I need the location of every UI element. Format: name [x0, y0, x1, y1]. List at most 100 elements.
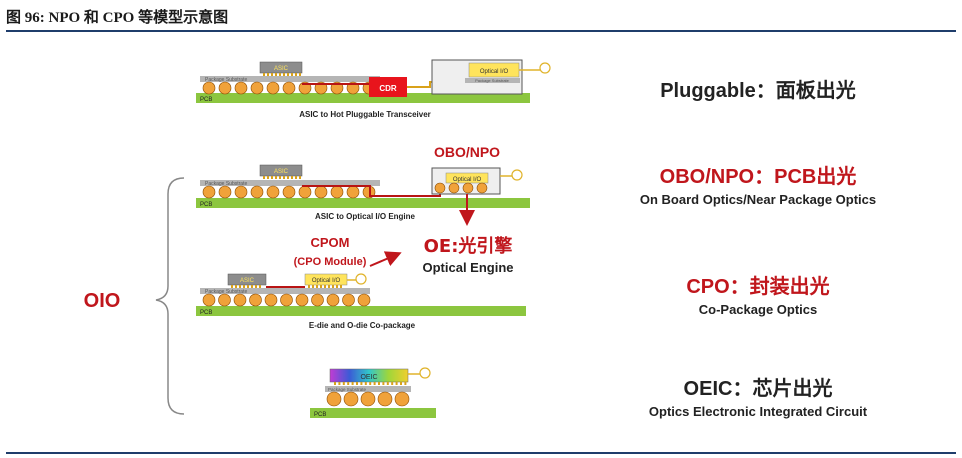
micro-bump	[291, 73, 293, 76]
pcb-label: PCB	[200, 97, 212, 103]
solder-ball	[434, 182, 446, 194]
cpom-callout: CPOM	[311, 235, 350, 250]
micro-bump	[239, 285, 241, 288]
pcb-label: PCB	[314, 412, 326, 418]
oeic-subtitle: Optics Electronic Integrated Circuit	[648, 404, 868, 419]
cpom-callout-sub: (CPO Module)	[294, 256, 367, 268]
solder-ball	[346, 185, 360, 199]
top-rule	[6, 30, 956, 32]
optical-io-label: Optical I/O	[480, 69, 509, 75]
solder-balls	[434, 182, 488, 194]
micro-bumps	[334, 382, 407, 385]
solder-balls	[326, 391, 410, 407]
micro-bump	[347, 382, 350, 385]
solder-ball	[311, 293, 324, 307]
package-substrate	[325, 386, 411, 392]
obo-callout: OBO/NPO	[434, 144, 500, 160]
solder-ball	[218, 81, 232, 95]
micro-bump	[295, 176, 297, 179]
fiber-loop	[539, 62, 551, 74]
micro-bump	[320, 285, 322, 288]
module-substrate	[465, 78, 520, 83]
fiber-loop	[511, 169, 523, 181]
solder-ball	[326, 391, 342, 407]
pcb-label: PCB	[200, 202, 212, 208]
oeic-chip	[329, 368, 409, 383]
solder-ball	[343, 391, 359, 407]
bottom-rule	[6, 452, 956, 454]
micro-bump	[283, 73, 285, 76]
micro-bump	[364, 382, 367, 385]
asic-label: ASIC	[240, 278, 255, 284]
micro-bump	[259, 285, 261, 288]
solder-ball	[202, 185, 216, 199]
micro-bump	[373, 382, 376, 385]
solder-ball	[250, 185, 264, 199]
arrow	[369, 251, 402, 267]
oio-brace: OIO	[84, 177, 185, 415]
pluggable-title: Pluggable：面板出光	[660, 80, 856, 102]
obo-diagram: PCB Package Substrate ASIC Optical I/O O…	[196, 144, 530, 226]
solder-ball	[377, 391, 393, 407]
solder-ball	[218, 185, 232, 199]
solder-ball	[249, 293, 262, 307]
micro-bump	[391, 382, 394, 385]
micro-bump	[338, 382, 341, 385]
oeic-diagram: PCB Package Substrate OEIC	[310, 367, 436, 418]
substrate-label: Package Substrate	[205, 181, 247, 187]
package-substrate	[200, 288, 370, 294]
micro-bump	[275, 176, 277, 179]
micro-bump	[267, 73, 269, 76]
micro-bump	[308, 285, 310, 288]
micro-bump	[299, 176, 301, 179]
pcb-board	[196, 198, 530, 208]
solder-ball	[295, 293, 309, 307]
micro-bumps	[263, 73, 301, 76]
asic-label: ASIC	[274, 169, 289, 175]
micro-bump	[395, 382, 398, 385]
solder-ball	[462, 182, 474, 194]
micro-bump	[351, 382, 354, 385]
cpo-caption: E-die and O-die Co-package	[309, 321, 416, 330]
optical-io-label: Optical I/O	[453, 177, 482, 183]
substrate-label: Package Substrate	[205, 289, 247, 295]
cpo-diagram: PCB Package Substrate ASIC Optical I/O C…	[196, 235, 526, 330]
micro-bump	[235, 285, 237, 288]
solder-ball	[298, 185, 312, 199]
solder-ball	[266, 81, 280, 95]
solder-ball	[234, 185, 248, 199]
oeic-label: OEIC	[360, 374, 377, 381]
solder-balls	[202, 185, 376, 199]
cpo-subtitle: Co-Package Optics	[698, 302, 818, 317]
solder-ball	[282, 185, 296, 199]
micro-bump	[263, 176, 265, 179]
micro-bump	[267, 176, 269, 179]
micro-bump	[231, 285, 233, 288]
micro-bump	[251, 285, 253, 288]
micro-bump	[255, 285, 257, 288]
micro-bump	[271, 176, 273, 179]
micro-bump	[334, 382, 336, 385]
solder-ball	[266, 185, 280, 199]
micro-bump	[291, 176, 293, 179]
micro-bump	[295, 73, 297, 76]
obo-caption: ASIC to Optical I/O Engine	[315, 212, 416, 221]
pluggable-diagram: PCB Package Substrate ASIC CDR Optical I…	[196, 59, 551, 119]
figure-title: 图 96: NPO 和 CPO 等模型示意图	[6, 10, 229, 26]
micro-bump	[340, 285, 342, 288]
solder-ball	[330, 185, 344, 199]
micro-bump	[400, 382, 402, 385]
micro-bump	[247, 285, 249, 288]
micro-bump	[336, 285, 338, 288]
brace-bracket	[155, 177, 185, 415]
micro-bump	[404, 382, 407, 385]
cdr-block	[369, 77, 407, 97]
package-substrate	[200, 76, 380, 82]
micro-bump	[316, 285, 318, 288]
oio-label: OIO	[84, 290, 121, 312]
micro-bump	[386, 382, 389, 385]
obo-subtitle: On Board Optics/Near Package Optics	[639, 192, 877, 207]
micro-bump	[287, 176, 289, 179]
pcb-board	[196, 306, 526, 316]
asic-label: ASIC	[274, 66, 289, 72]
